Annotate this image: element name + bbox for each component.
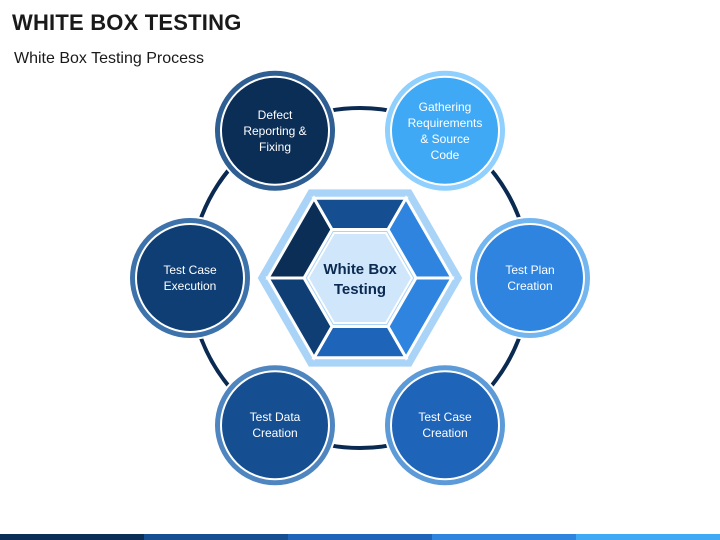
bottom-bar-segment [288,534,432,540]
step-label-line: Test Plan [505,263,554,277]
step-node-fill [135,223,245,333]
hex-segment [386,195,455,280]
step-node-fill [220,370,330,481]
bottom-color-bar [0,534,720,540]
step-label-line: Fixing [259,140,291,154]
step-label-line: Creation [422,426,467,440]
step-label-line: Execution [164,279,217,293]
page-subtitle: White Box Testing Process [14,50,205,67]
center-label-line-1: White Box [323,261,397,278]
hex-inner [306,232,414,324]
bottom-bar-segment [144,534,288,540]
step-label-line: Test Case [163,263,217,277]
step-label-line: Defect [258,108,293,122]
step-node-fill [390,75,500,186]
bottom-bar-segment [0,534,144,540]
step-label-line: Test Case [418,410,472,424]
page-title: WHITE BOX TESTING [12,10,242,35]
bottom-bar-segment [576,534,720,540]
step-label-line: Test Data [250,410,301,424]
step-node-fill [220,75,330,186]
step-label-line: Creation [507,279,552,293]
step-label-line: Requirements [408,116,483,130]
step-label-line: Reporting & [243,124,306,138]
step-label-line: Gathering [419,100,472,114]
bottom-bar-segment [432,534,576,540]
step-node-fill [390,370,500,481]
step-label-line: & Source [420,132,470,146]
center-label-line-2: Testing [334,281,386,298]
step-label-line: Code [431,148,460,162]
step-label-line: Creation [252,426,297,440]
step-node-fill [475,223,585,333]
